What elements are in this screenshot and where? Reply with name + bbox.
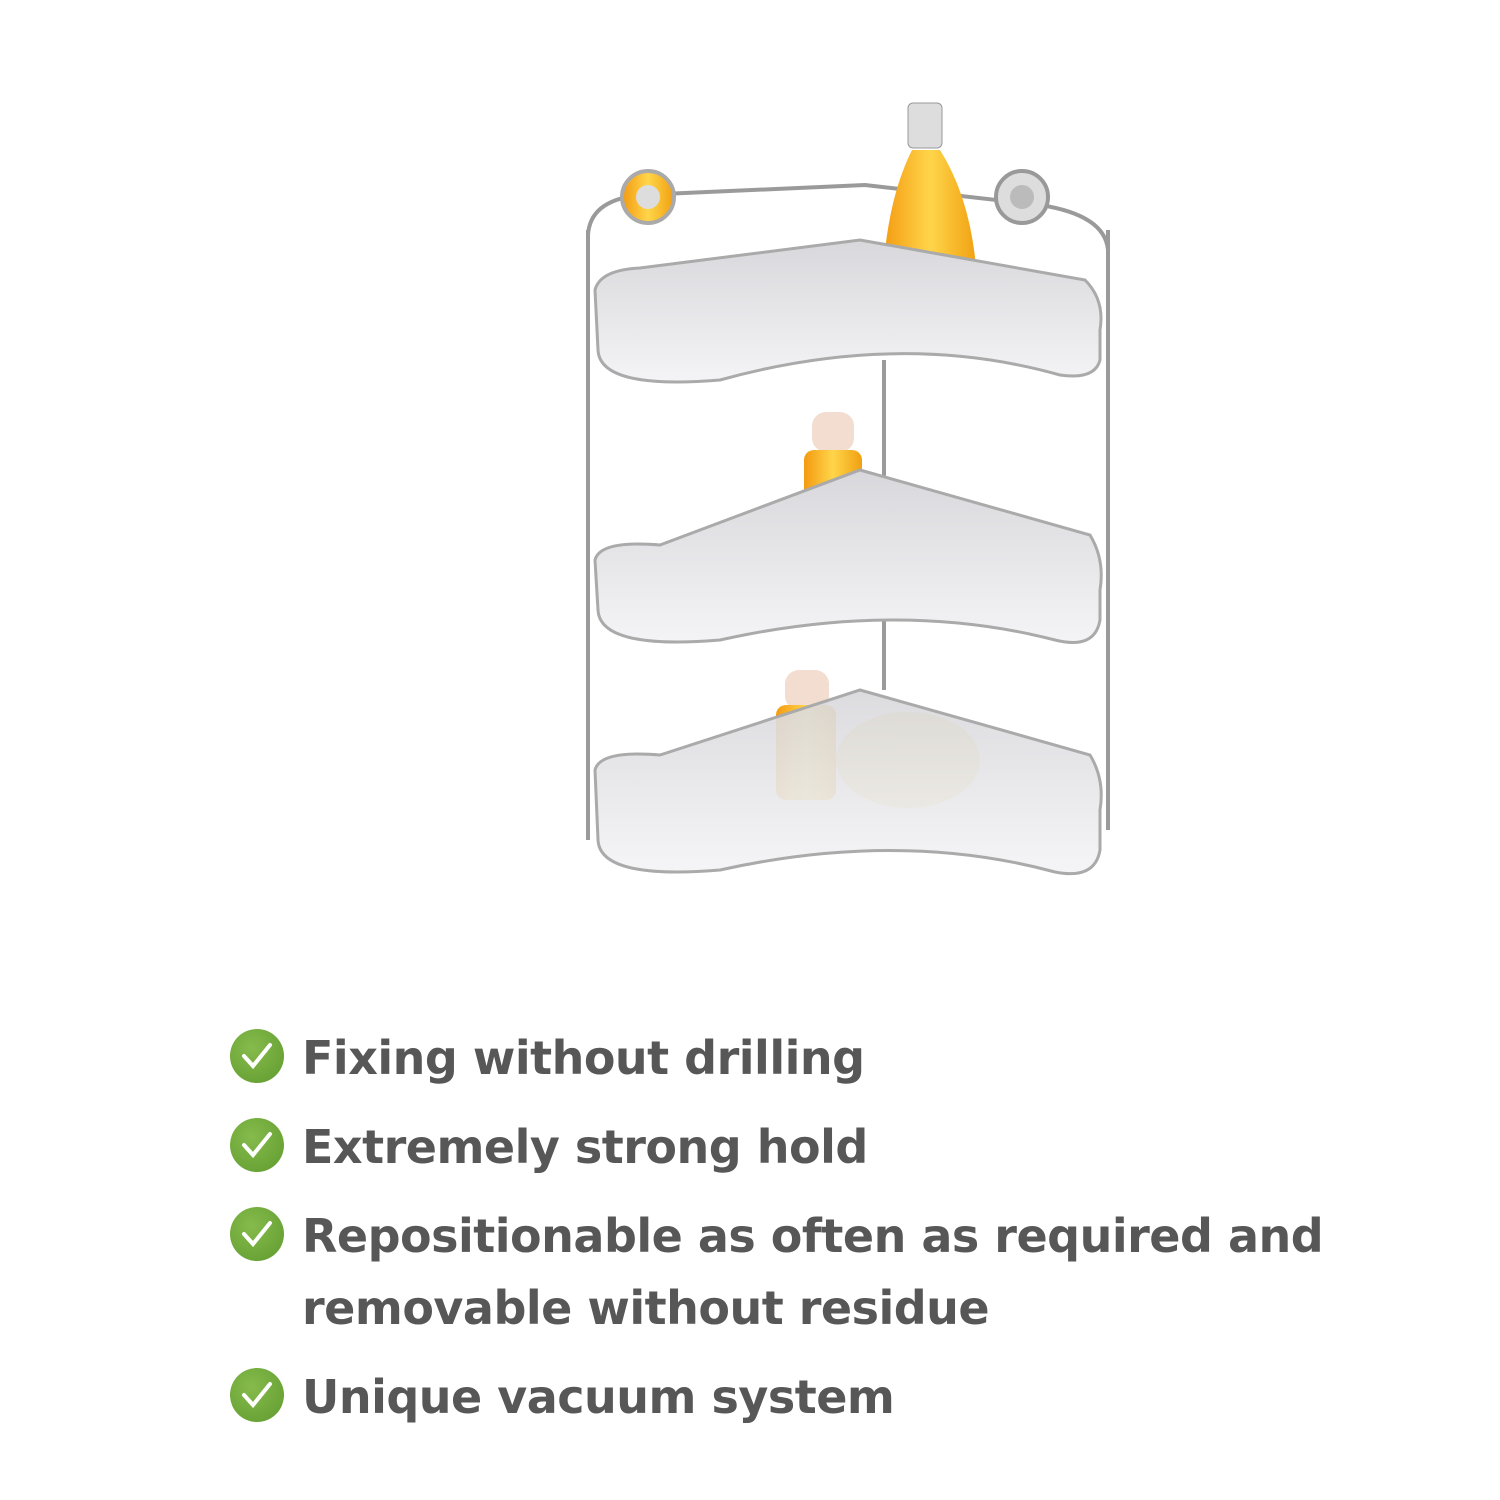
feature-item: Fixing without drilling xyxy=(230,1022,1323,1094)
check-circle-icon xyxy=(230,1118,284,1172)
suction-cup-left xyxy=(620,169,676,225)
suction-cup-right xyxy=(994,169,1050,225)
feature-list: Fixing without drilling Extremely strong… xyxy=(230,1022,1324,1450)
corner-shower-shelf-image xyxy=(586,102,1110,876)
tray-bottom xyxy=(593,688,1103,876)
check-circle-icon xyxy=(230,1207,284,1261)
feature-text-line2: removable without residue xyxy=(302,1281,990,1335)
tray-middle xyxy=(593,468,1103,644)
feature-text: Extremely strong hold xyxy=(302,1120,868,1174)
tray-top xyxy=(593,238,1103,384)
check-circle-icon xyxy=(230,1029,284,1083)
feature-text: Unique vacuum system xyxy=(302,1370,895,1424)
feature-text: Fixing without drilling xyxy=(302,1031,865,1085)
feature-text-line1: Repositionable as often as required and xyxy=(302,1209,1324,1263)
feature-text: Repositionable as often as required and r… xyxy=(302,1200,1324,1344)
feature-item: Extremely strong hold xyxy=(230,1111,1323,1183)
feature-item: Unique vacuum system xyxy=(230,1361,1323,1433)
feature-item: Repositionable as often as required and r… xyxy=(230,1200,1324,1344)
check-circle-icon xyxy=(230,1368,284,1422)
